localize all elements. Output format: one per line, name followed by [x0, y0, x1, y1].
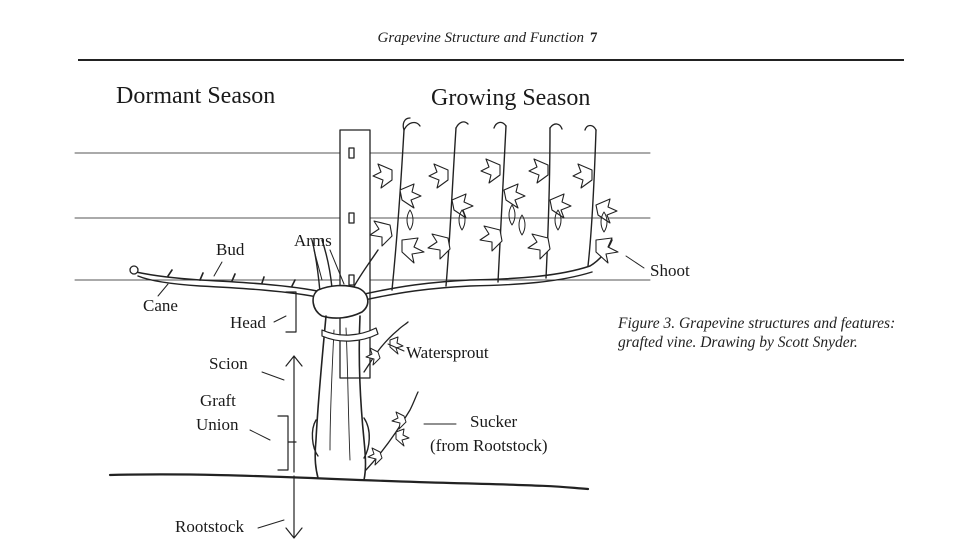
label-shoot: Shoot [650, 261, 690, 280]
figure-caption: Figure 3. Grapevine structures and featu… [618, 315, 896, 351]
label-bud: Bud [216, 240, 245, 259]
shoot-4 [545, 127, 551, 279]
leaves [369, 158, 619, 264]
watersprout-leader [387, 343, 405, 352]
vine-trunk [314, 315, 327, 479]
head-bracket [285, 291, 297, 333]
header-rule [78, 59, 904, 61]
bud-leader [213, 261, 223, 277]
shoot-5 [587, 129, 597, 267]
growing-season-title: Growing Season [431, 85, 591, 111]
cane [135, 271, 323, 293]
shoot-2 [445, 127, 457, 287]
label-union: Union [196, 415, 239, 434]
dormant-season-title: Dormant Season [116, 83, 276, 109]
label-scion: Scion [209, 354, 248, 373]
graft-union [311, 417, 370, 459]
cordon [359, 239, 613, 296]
label-arms: Arms [294, 231, 332, 250]
rootstock-arrow [285, 475, 303, 539]
rootstock-leader [257, 519, 285, 529]
graft-bracket [277, 415, 297, 471]
header-title: Grapevine Structure and Function [377, 30, 584, 46]
page-number: 7 [589, 30, 598, 46]
cane-tip [129, 265, 139, 275]
page-header: Grapevine Structure and Function 7 [0, 30, 975, 47]
scion-leader [261, 371, 285, 381]
arms-leader [313, 249, 345, 285]
label-head: Head [230, 313, 266, 332]
cane-leader [157, 283, 169, 297]
shoot-3 [497, 125, 507, 283]
watersprout [363, 321, 409, 373]
label-rootstock: Rootstock [175, 517, 244, 536]
head-leader [273, 315, 287, 323]
shoot-1 [391, 129, 405, 291]
ground-line [108, 473, 590, 491]
label-graft: Graft [200, 391, 236, 410]
tie-band [321, 327, 379, 342]
label-from-rootstock: (from Rootstock) [430, 436, 548, 455]
label-sucker: Sucker [470, 412, 518, 431]
scion-arrow [285, 355, 303, 473]
grape-clusters [406, 204, 608, 236]
label-watersprout: Watersprout [406, 343, 489, 362]
graft-leader [249, 429, 271, 441]
vine-head [312, 284, 369, 319]
arm-left [311, 239, 321, 293]
label-cane: Cane [143, 296, 178, 315]
shoot-leader [625, 255, 645, 269]
